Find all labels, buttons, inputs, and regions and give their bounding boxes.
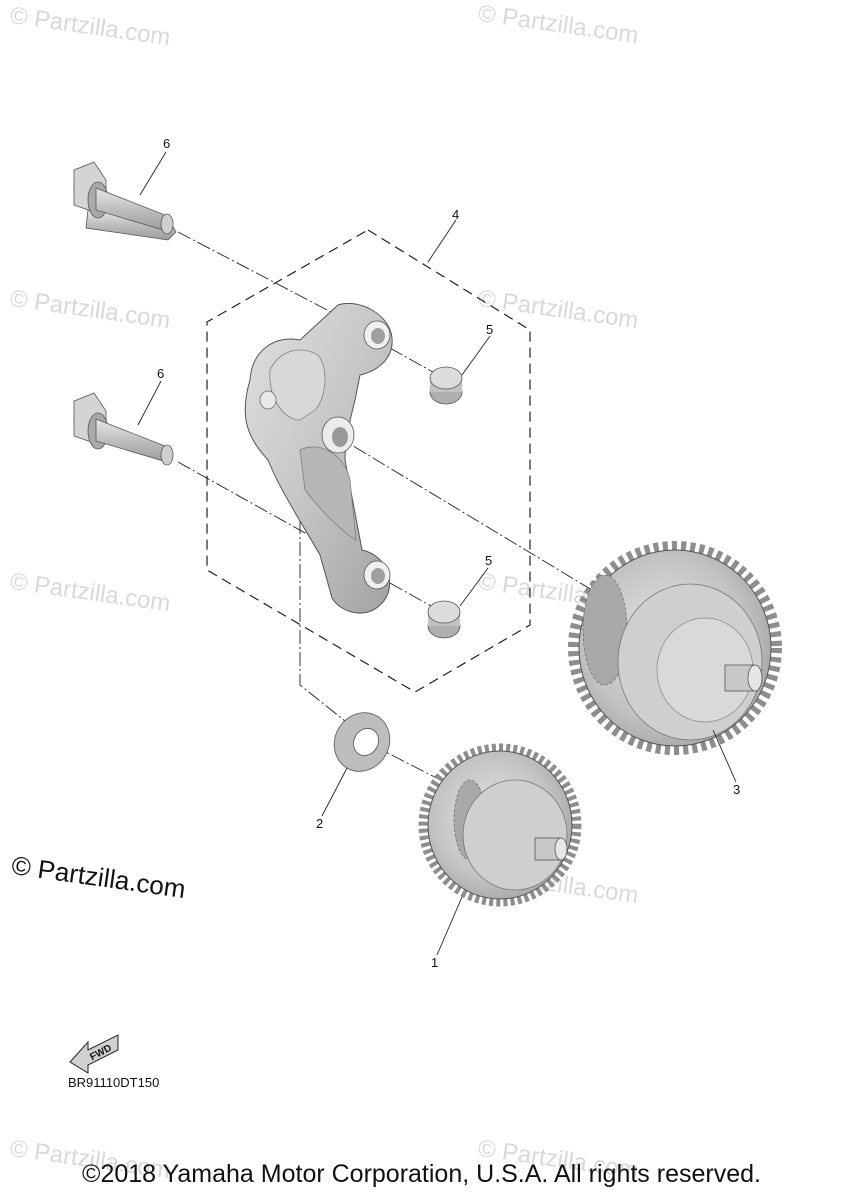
leader-lines	[137, 151, 737, 956]
callout-5-upper: 5	[486, 322, 494, 337]
callout-5-lower: 5	[485, 553, 493, 568]
bracket	[244, 303, 393, 614]
bolt-upper	[73, 161, 177, 241]
large-gear	[568, 541, 782, 755]
bolt-lower	[73, 392, 174, 466]
callout-6-upper: 6	[163, 136, 171, 151]
callout-6-lower: 6	[157, 366, 165, 381]
copyright-notice: ©2018 Yamaha Motor Corporation, U.S.A. A…	[82, 1160, 761, 1188]
callout-2: 2	[316, 816, 324, 831]
assembly-group-outline	[206, 229, 531, 693]
collar-upper	[429, 366, 463, 405]
washer	[333, 712, 391, 772]
callout-4: 4	[452, 207, 460, 222]
diagram-code: BR91110DT150	[68, 1075, 160, 1090]
fwd-arrow-icon: FWD	[69, 1034, 119, 1074]
fwd-label: FWD	[88, 1043, 113, 1063]
callout-3: 3	[733, 782, 741, 797]
collar-lower	[427, 600, 461, 639]
callout-1: 1	[431, 955, 439, 970]
small-gear	[418, 743, 582, 907]
